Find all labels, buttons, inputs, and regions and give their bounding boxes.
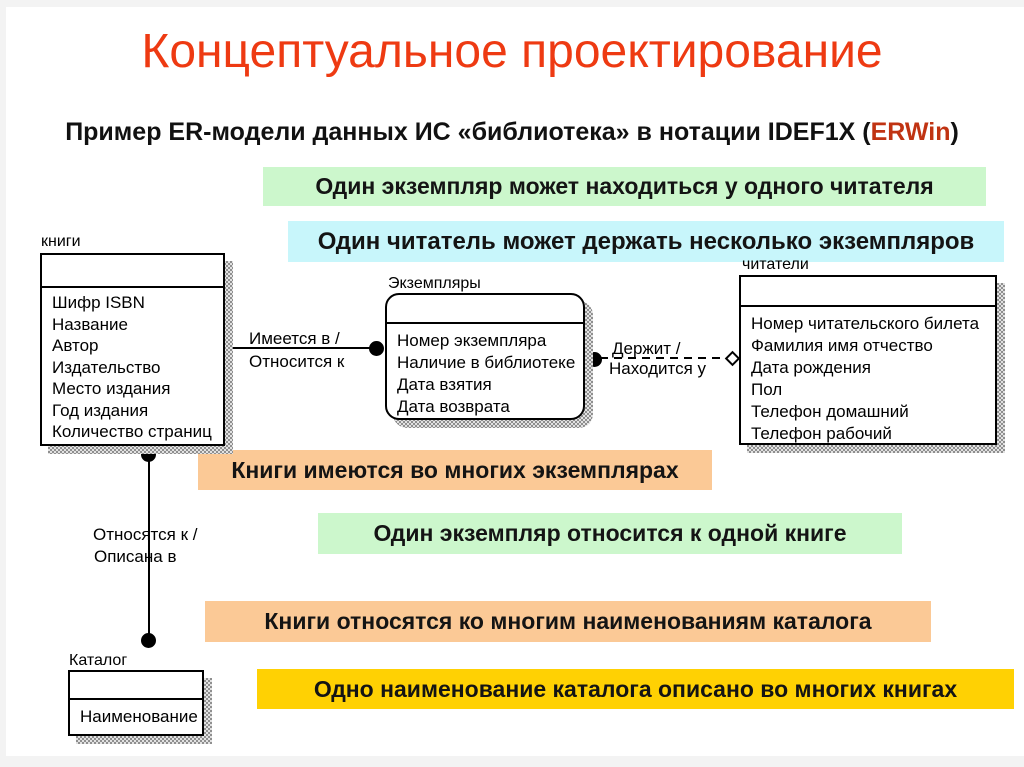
entity-copies: Номер экземпляра Наличие в библиотеке Да… [385,293,593,428]
slide-subtitle: Пример ER-модели данных ИС «библиотека» … [0,118,1024,147]
entity-key-area [70,672,202,700]
attribute: Наличие в библиотеке [397,353,576,372]
entity-label-copies: Экземпляры [388,275,481,292]
slide-title: Концептуальное проектирование [141,25,883,78]
annotation-books-many-catalog: Книги относятся ко многим наименованиям … [205,601,931,642]
attribute: Номер экземпляра [397,331,547,350]
attribute: Издательство [52,357,161,377]
entity-key-area [42,255,223,288]
relationship-label-books-copies-bottom: Относится к [249,352,345,371]
slide-bottom-edge [0,756,1024,767]
attribute: Количество страниц [52,422,212,441]
attribute: Дата рождения [751,358,871,377]
entity-label-books: книги [41,233,81,250]
attribute: Дата возврата [397,397,510,416]
attribute: Год издания [52,400,149,420]
relationship-label-books-catalog-bottom: Описана в [94,547,177,566]
relationship-line-copies-readers [600,357,728,359]
attribute: Телефон домашний [751,402,909,421]
cardinality-diamond-icon [724,350,741,367]
entity-attributes: Шифр ISBN Название Автор Издательство Ме… [42,288,223,443]
subtitle-erwin: ERWin [870,118,951,146]
entity-books: Шифр ISBN Название Автор Издательство Ме… [40,253,233,454]
attribute: Дата взятия [397,375,492,394]
annotation-copy-reader-one: Один экземпляр может находиться у одного… [263,167,986,206]
attribute: Название [52,314,128,334]
entity-label-readers: читатели [742,256,809,273]
entity-key-area [741,277,995,307]
entity-attributes: Номер читательского билета Фамилия имя о… [741,307,995,445]
relationship-line-books-catalog [148,455,150,645]
entity-key-area [387,295,583,324]
attribute: Шифр ISBN [52,293,145,312]
subtitle-suffix: ) [950,118,959,146]
attribute: Номер читательского билета [751,314,980,333]
relationship-label-copies-readers-top: Держит / [612,339,681,358]
annotation-catalog-many-books: Одно наименование каталога описано во мн… [257,669,1014,709]
annotation-copy-one-book: Один экземпляр относится к одной книге [318,513,902,554]
entity-attributes: Наименование [70,700,202,728]
relationship-label-books-copies-top: Имеется в / [249,329,340,348]
entity-box: Номер экземпляра Наличие в библиотеке Да… [385,293,585,420]
slide-top-edge [0,0,1024,7]
entity-box: Шифр ISBN Название Автор Издательство Ме… [40,253,225,446]
relationship-line-books-copies [227,347,383,349]
attribute: Телефон рабочий [751,424,892,443]
entity-label-catalog: Каталог [69,652,128,669]
subtitle-prefix: Пример ER-модели данных ИС «библиотека» … [65,118,871,146]
attribute: Наименование [80,707,198,726]
annotation-reader-many-copies: Один читатель может держать несколько эк… [288,221,1004,262]
annotation-books-many-copies: Книги имеются во многих экземплярах [198,450,712,490]
attribute: Место издания [52,379,171,398]
entity-readers: Номер читательского билета Фамилия имя о… [739,275,1005,453]
slide-left-edge [0,0,6,767]
cardinality-dot-icon [141,633,156,648]
entity-catalog: Наименование [68,670,212,744]
attribute: Автор [52,336,99,355]
attribute: Пол [751,380,783,399]
relationship-label-books-catalog-top: Относятся к / [93,525,198,544]
entity-attributes: Номер экземпляра Наличие в библиотеке Да… [387,324,583,418]
entity-box: Номер читательского билета Фамилия имя о… [739,275,997,445]
cardinality-dot-icon [369,341,384,356]
entity-box: Наименование [68,670,204,736]
relationship-label-copies-readers-bottom: Находится у [609,359,707,378]
attribute: Фамилия имя отчество [751,336,933,355]
